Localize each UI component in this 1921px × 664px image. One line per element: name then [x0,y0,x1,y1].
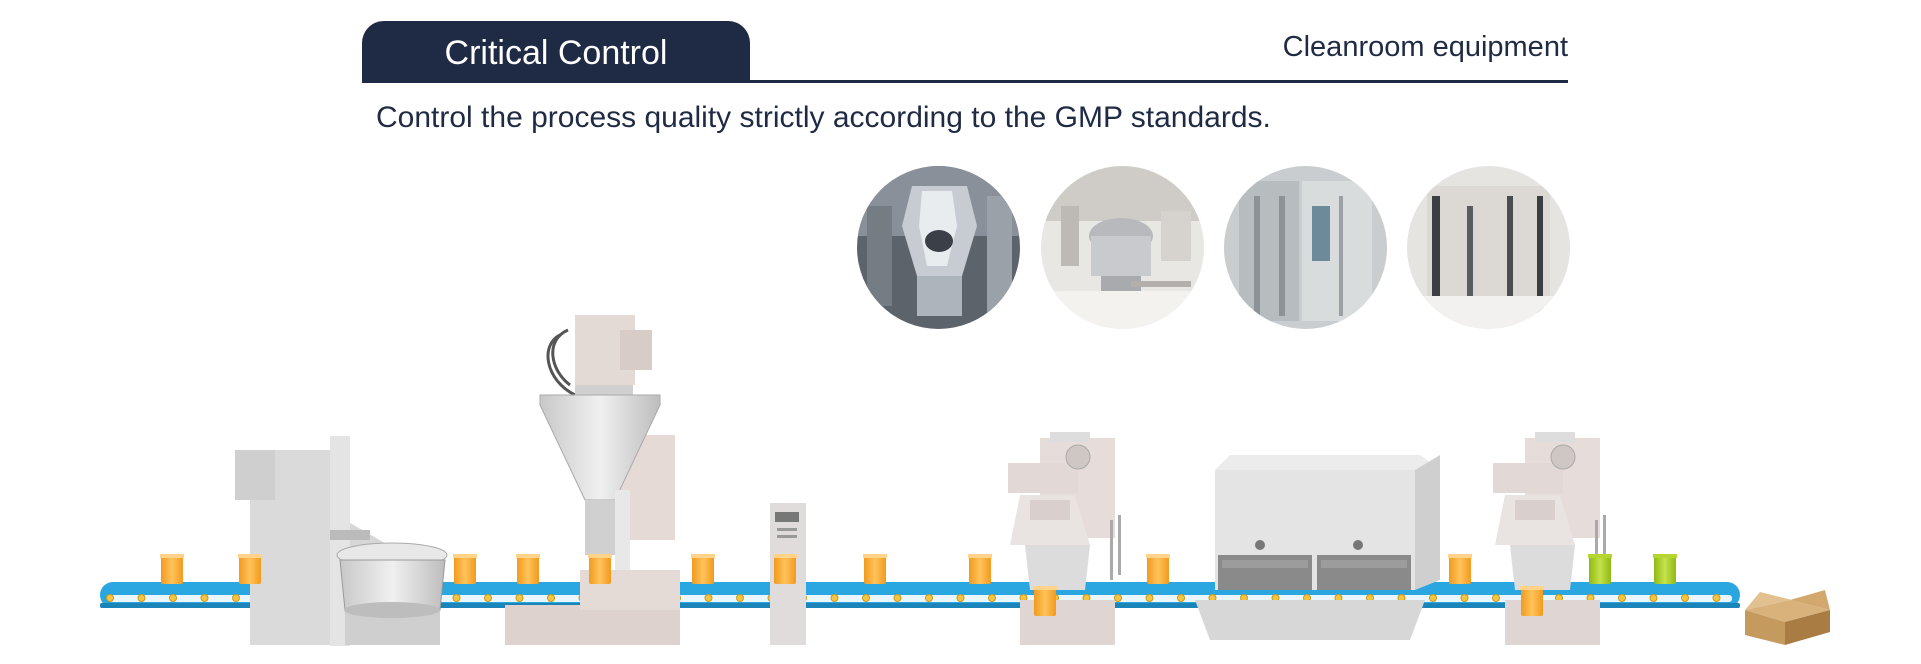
shipping-box-icon [1745,590,1830,645]
category-label: Cleanroom equipment [1282,31,1568,63]
roller [925,594,933,602]
product-containers [160,554,1677,616]
roller [704,594,713,602]
product-jar [160,554,184,584]
roller [988,594,996,602]
header-divider [362,80,1568,83]
tunnel-machine [1195,455,1440,640]
product-jar [1448,554,1472,584]
capsule-filling-machine-a [1008,432,1121,645]
roller [893,594,902,602]
roller [137,594,146,602]
product-jar [516,554,540,584]
roller [1114,594,1122,602]
powder-filling-machine [505,315,680,645]
product-jar [588,554,612,584]
roller [830,594,839,602]
roller [452,594,461,602]
roller [547,594,555,602]
roller [232,594,240,602]
roller [1649,594,1658,602]
roller [515,594,524,602]
roller [1145,594,1154,602]
roller [1618,594,1626,602]
product-jar [1653,554,1677,584]
roller [106,594,114,602]
roller [736,594,744,602]
product-jar [1588,554,1612,584]
roller [1681,594,1689,602]
roller [1429,594,1437,602]
roller [1492,594,1500,602]
product-jar [1033,586,1057,616]
sterilizer-cabinet-photo [1224,166,1387,329]
roller [1712,594,1721,602]
roller [862,594,870,602]
production-line-illustration [100,315,1830,646]
product-jar [1146,554,1170,584]
product-jar [453,554,477,584]
product-jar [773,554,797,584]
roller [169,594,177,602]
section-title: Critical Control [362,21,750,81]
product-jar [691,554,715,584]
capsule-filling-machine-b [1493,432,1606,645]
product-jar [968,554,992,584]
roller [200,594,209,602]
section-header: Critical Control Cleanroom equipment [362,21,1568,83]
roller [484,594,492,602]
product-jar [238,554,262,584]
roller [956,594,965,602]
roller [1177,594,1185,602]
product-jar [1520,586,1544,616]
product-jar [863,554,887,584]
description-text: Control the process quality strictly acc… [376,101,1271,134]
capping-machine [235,436,448,646]
roller [1460,594,1469,602]
